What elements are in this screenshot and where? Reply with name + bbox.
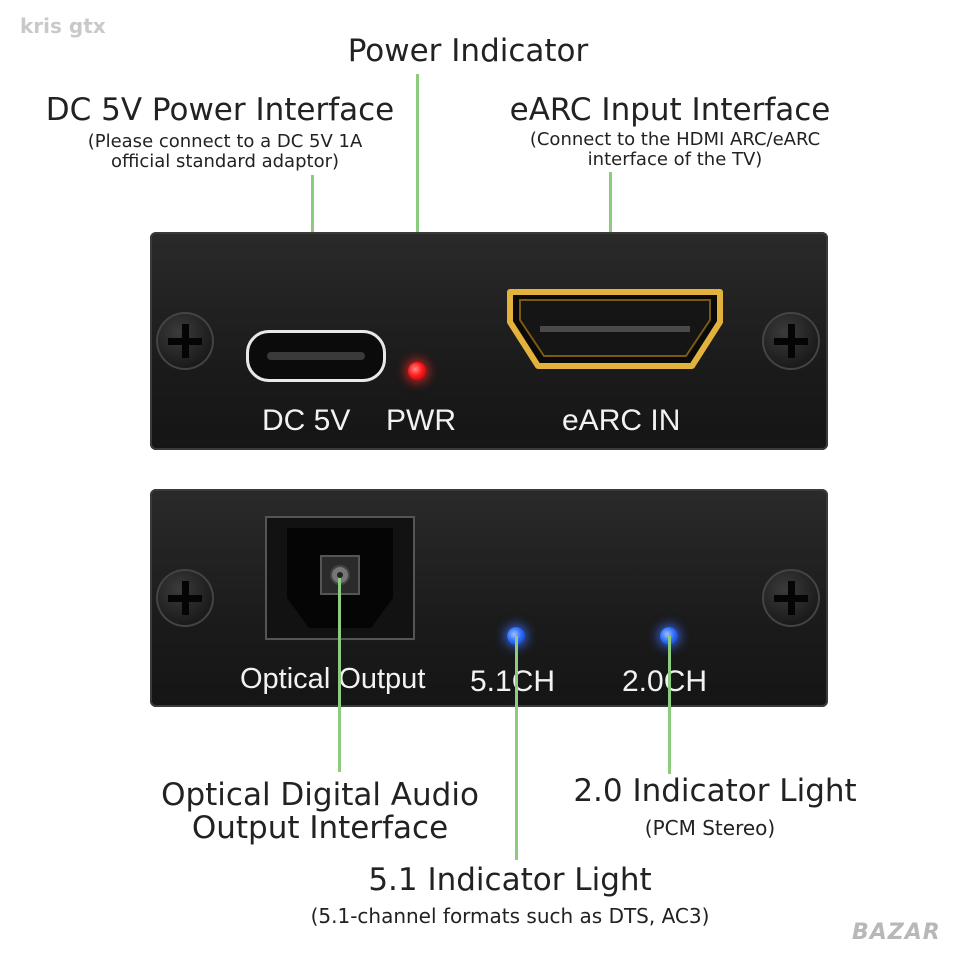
pwr-label: PWR <box>386 404 456 437</box>
optical-output-label: Optical Output <box>240 663 426 695</box>
watermark-logo: BAZAR <box>852 920 941 945</box>
earc-port-label: eARC IN <box>562 404 681 437</box>
dc-port-slot <box>267 352 365 360</box>
earc-interface-title: eARC Input Interface <box>509 92 831 128</box>
dc-interface-note-1: (Please connect to a DC 5V 1A <box>87 131 363 152</box>
ch51-label: 5.1CH <box>470 665 556 698</box>
screw-icon <box>762 312 820 370</box>
earc-interface-note-1: (Connect to the HDMI ARC/eARC <box>529 129 821 150</box>
dc-interface-title: DC 5V Power Interface <box>45 92 395 128</box>
indicator-20-title: 2.0 Indicator Light <box>573 773 857 809</box>
optical-interface-title-1: Optical Digital Audio <box>161 777 479 813</box>
ch20-label: 2.0CH <box>622 665 708 698</box>
screw-icon <box>156 569 214 627</box>
watermark-text: kris gtx <box>20 14 106 38</box>
optical-leader-line <box>338 578 341 772</box>
screw-icon <box>762 569 820 627</box>
ind51-leader-line <box>515 636 518 860</box>
hdmi-port <box>507 289 723 369</box>
earc-interface-note-2: interface of the TV) <box>587 149 763 170</box>
power-leader-line <box>416 74 419 364</box>
indicator-51-note: (5.1-channel formats such as DTS, AC3) <box>310 904 710 928</box>
screw-icon <box>156 312 214 370</box>
dc-interface-note-2: official standard adaptor) <box>110 151 340 172</box>
dc-port-label: DC 5V <box>262 404 351 437</box>
bottom-panel: Optical Output 5.1CH 2.0CH <box>150 489 828 707</box>
indicator-51-title: 5.1 Indicator Light <box>368 862 652 898</box>
power-led-icon <box>408 362 426 380</box>
power-indicator-title: Power Indicator <box>347 33 589 69</box>
indicator-20-note: (PCM Stereo) <box>644 816 776 840</box>
ind20-leader-line <box>668 636 671 774</box>
optical-interface-title-2: Output Interface <box>191 810 449 846</box>
dc-port <box>246 330 386 382</box>
top-panel: DC 5V PWR eARC IN <box>150 232 828 450</box>
